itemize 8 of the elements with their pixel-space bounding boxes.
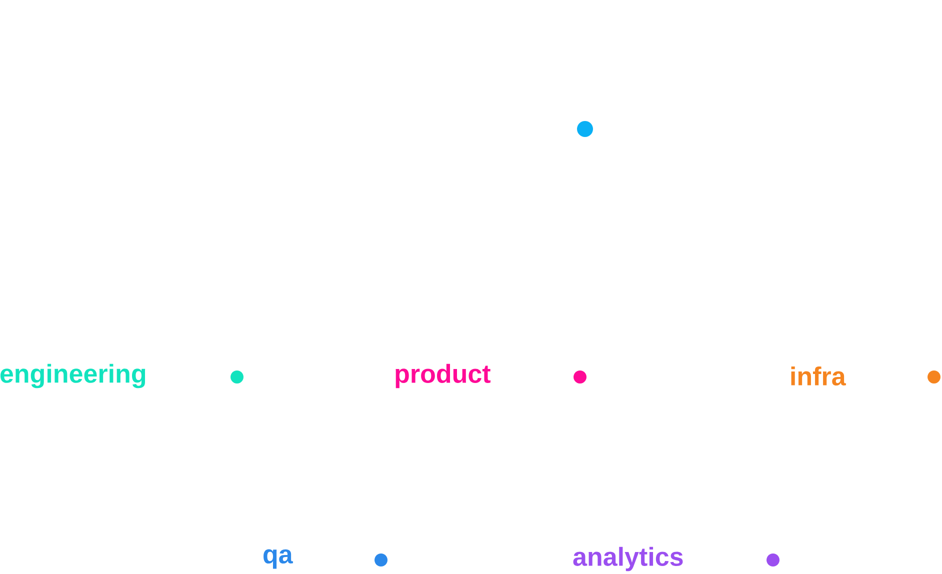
category-label: qa	[264, 549, 293, 569]
dot	[374, 554, 388, 566]
dot	[574, 370, 586, 384]
dot	[230, 370, 244, 384]
dot	[928, 370, 940, 384]
dot	[577, 121, 593, 137]
category-label: product	[396, 364, 490, 388]
dot	[766, 554, 780, 566]
